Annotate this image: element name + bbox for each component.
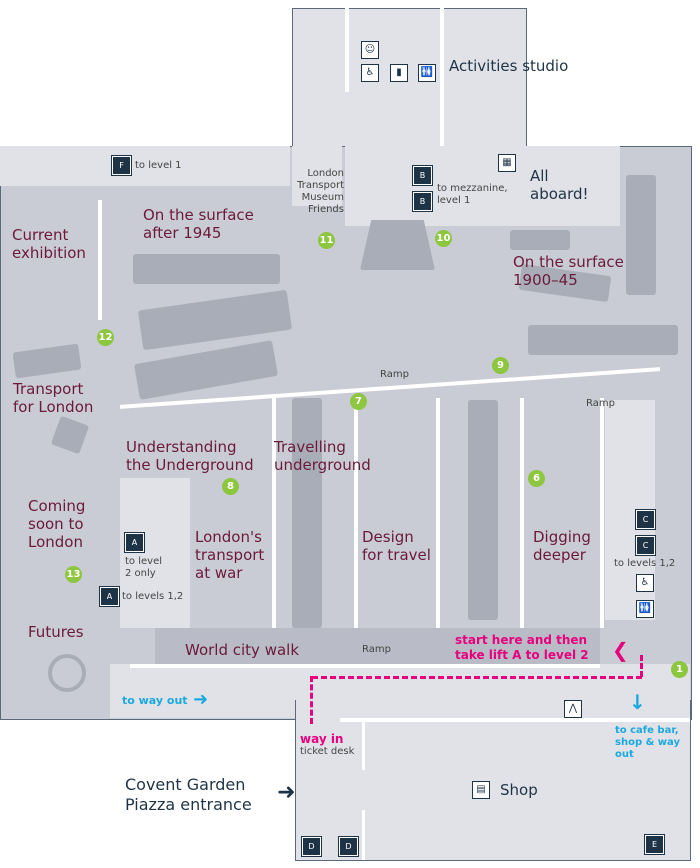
label-surface-1900-45: On the surface 1900–45 bbox=[513, 253, 624, 289]
shop-basket-icon: ▤ bbox=[472, 781, 490, 799]
lift-a-icon: A bbox=[124, 532, 145, 553]
label-travelling: Travelling underground bbox=[274, 438, 371, 474]
text-to-level-1: to level 1 bbox=[135, 160, 182, 171]
train-exhibit bbox=[468, 400, 498, 620]
route-line bbox=[312, 676, 642, 679]
wall bbox=[440, 8, 444, 148]
to-cafe-text: to cafe bar, shop & way out bbox=[615, 725, 680, 760]
entrance-arrow-icon: ➜ bbox=[277, 780, 296, 805]
world-city-walk-ramp bbox=[155, 628, 600, 664]
train-exhibit bbox=[292, 398, 322, 628]
stairs-f-icon: F bbox=[111, 155, 132, 176]
stairs-d-icon: D bbox=[301, 836, 322, 857]
label-friends: London Transport Museum Friends bbox=[297, 168, 344, 215]
corridor bbox=[120, 478, 190, 628]
accessible-toilet-icon: ♿ bbox=[636, 574, 654, 592]
cloakroom-icon: ⋀ bbox=[564, 700, 582, 718]
ramp-label: Ramp bbox=[380, 369, 409, 380]
wall bbox=[345, 8, 349, 92]
marker-12[interactable]: 12 bbox=[97, 329, 114, 346]
entrance-label: Covent Garden Piazza entrance bbox=[125, 775, 252, 814]
wall bbox=[436, 398, 440, 628]
marker-7[interactable]: 7 bbox=[350, 393, 367, 410]
annex bbox=[292, 8, 527, 149]
wall bbox=[362, 810, 365, 860]
text-to-mezzanine: to mezzanine, level 1 bbox=[437, 183, 508, 206]
vehicle-exhibit bbox=[133, 254, 280, 284]
way-in-text: way in bbox=[300, 732, 344, 746]
toilets-icon: 🚻 bbox=[636, 600, 654, 618]
wall bbox=[340, 718, 690, 722]
marker-10[interactable]: 10 bbox=[435, 230, 452, 247]
route-line bbox=[640, 655, 643, 677]
main-floor bbox=[0, 146, 692, 720]
marker-8[interactable]: 8 bbox=[222, 478, 239, 495]
label-digging: Digging deeper bbox=[533, 528, 591, 564]
marker-11[interactable]: 11 bbox=[318, 232, 335, 249]
marker-13[interactable]: 13 bbox=[65, 566, 82, 583]
label-tfl: Transport for London bbox=[13, 380, 94, 416]
marker-6[interactable]: 6 bbox=[528, 470, 545, 487]
label-shop: Shop bbox=[500, 781, 538, 799]
vehicle-exhibit bbox=[510, 230, 570, 250]
toilets-icon: 🚻 bbox=[418, 64, 436, 82]
wall bbox=[130, 664, 600, 668]
wall bbox=[520, 398, 524, 628]
route-line bbox=[310, 676, 313, 724]
marker-9[interactable]: 9 bbox=[492, 357, 509, 374]
label-coming-soon: Coming soon to London bbox=[28, 497, 86, 551]
lift-c-icon: C bbox=[635, 509, 656, 530]
accessible-toilet-icon: ♿ bbox=[361, 64, 379, 82]
wall bbox=[362, 722, 365, 770]
label-design: Design for travel bbox=[362, 528, 431, 564]
label-all-aboard: All aboard! bbox=[530, 167, 589, 203]
text-to-levels-1-2: to levels 1,2 bbox=[122, 591, 184, 602]
down-arrow-icon: ↓ bbox=[629, 690, 646, 714]
stairs-e-icon: E bbox=[644, 834, 665, 855]
label-surface-after-1945: On the surface after 1945 bbox=[143, 206, 254, 242]
text-ticket-desk: ticket desk bbox=[300, 746, 355, 757]
vehicle-exhibit bbox=[626, 175, 656, 295]
all-aboard-area bbox=[345, 146, 620, 226]
label-understanding: Understanding the Underground bbox=[126, 438, 254, 474]
lift-b-icon: B bbox=[412, 165, 433, 186]
start-here-text: start here and then take lift A to level… bbox=[455, 633, 589, 662]
play-area-icon: ▦ bbox=[498, 154, 516, 172]
ramp-label: Ramp bbox=[586, 398, 615, 409]
wall bbox=[98, 200, 102, 320]
text-to-level-2-only: to level 2 only bbox=[125, 556, 162, 579]
label-war: London's transport at war bbox=[195, 528, 265, 582]
lift-d-icon: D bbox=[338, 836, 359, 857]
label-activities-studio: Activities studio bbox=[449, 57, 569, 75]
wall bbox=[600, 398, 604, 628]
shop-area bbox=[295, 700, 691, 861]
baby-change-icon: ☺ bbox=[361, 41, 379, 59]
ramp-label: Ramp bbox=[362, 644, 391, 655]
text-to-levels-1-2: to levels 1,2 bbox=[614, 558, 676, 569]
upper-left-gallery bbox=[0, 146, 290, 186]
way-out-arrow-icon: ➜ bbox=[193, 689, 209, 710]
to-way-out-text: to way out bbox=[122, 694, 188, 707]
pink-arrow-left-icon: ❮ bbox=[612, 638, 629, 662]
friends-area bbox=[292, 146, 342, 206]
stairs-c-icon: C bbox=[635, 535, 656, 556]
label-futures: Futures bbox=[28, 623, 84, 641]
marker-1[interactable]: 1 bbox=[671, 661, 688, 678]
label-current-exhibition: Current exhibition bbox=[12, 226, 86, 262]
wall bbox=[272, 398, 276, 628]
stair-exhibit bbox=[360, 220, 435, 270]
stairs-a-icon: A bbox=[99, 586, 120, 607]
wall bbox=[354, 398, 358, 628]
lockers-icon: ▮ bbox=[390, 64, 408, 82]
label-world-city-walk: World city walk bbox=[185, 641, 300, 659]
stairs-b-icon: B bbox=[412, 191, 433, 212]
futures-circle-exhibit bbox=[48, 654, 86, 692]
vehicle-exhibit bbox=[528, 325, 678, 355]
